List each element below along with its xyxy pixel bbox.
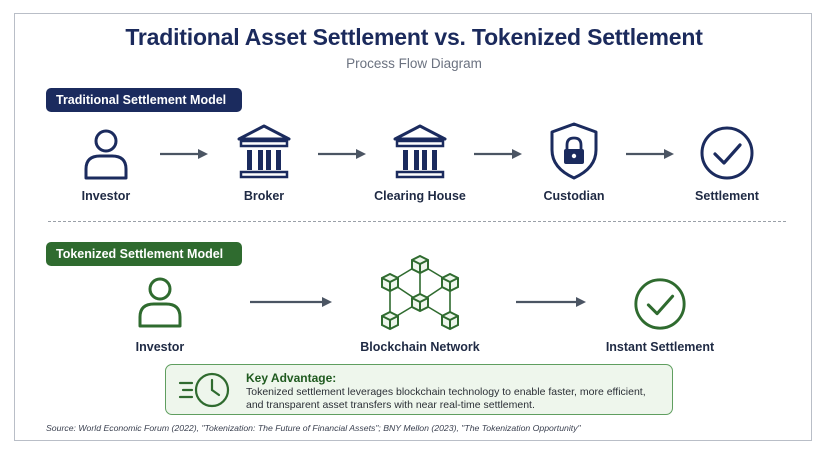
key-advantage-box: Key Advantage: Tokenized settlement leve… [165, 364, 673, 415]
tokenized-step-instant-settlement: Instant Settlement [605, 340, 715, 354]
arrow-right-icon [250, 297, 332, 307]
bank-icon [237, 124, 291, 179]
blockchain-network-node [350, 252, 490, 336]
diagram-title: Traditional Asset Settlement vs. Tokeniz… [125, 24, 703, 50]
clearing-house-node [350, 122, 490, 182]
bank-icon [393, 124, 447, 179]
tokenized-step-blockchain-network: Blockchain Network [360, 340, 480, 354]
blockchain-network-icon [381, 254, 459, 331]
traditional-step-investor: Investor [81, 189, 131, 203]
arrow-right-icon [516, 297, 586, 307]
diagram-subtitle: Process Flow Diagram [346, 56, 482, 71]
custodian-node [504, 120, 644, 182]
traditional-step-broker: Broker [243, 189, 285, 203]
arrow-right-icon [318, 149, 366, 159]
section-divider [48, 221, 786, 222]
traditional-step-settlement: Settlement [695, 189, 759, 203]
tokenized-step-investor: Investor [135, 340, 185, 354]
instant-settlement-node [590, 276, 730, 332]
traditional-investor-node [36, 126, 176, 182]
key-advantage-text-line1: Tokenized settlement leverages blockchai… [246, 386, 646, 398]
settlement-node [657, 124, 797, 182]
key-advantage-text-line2: and transparent asset transfers with nea… [246, 399, 535, 411]
tokenized-investor-node [90, 274, 230, 330]
traditional-step-custodian: Custodian [543, 189, 605, 203]
arrow-right-icon [626, 149, 674, 159]
tokenized-model-badge: Tokenized Settlement Model [46, 242, 242, 266]
person-icon [138, 277, 182, 328]
traditional-step-clearing-house: Clearing House [374, 189, 466, 203]
key-advantage-title: Key Advantage: [246, 371, 337, 385]
source-citation: Source: World Economic Forum (2022), "To… [46, 423, 581, 433]
arrow-right-icon [160, 149, 208, 159]
traditional-model-badge: Traditional Settlement Model [46, 88, 242, 112]
check-circle-icon [700, 126, 754, 180]
person-icon [84, 129, 128, 180]
shield-lock-icon [550, 122, 598, 180]
check-circle-icon [634, 278, 686, 330]
arrow-right-icon [474, 149, 522, 159]
broker-node [194, 122, 334, 182]
fast-clock-icon [178, 372, 230, 408]
